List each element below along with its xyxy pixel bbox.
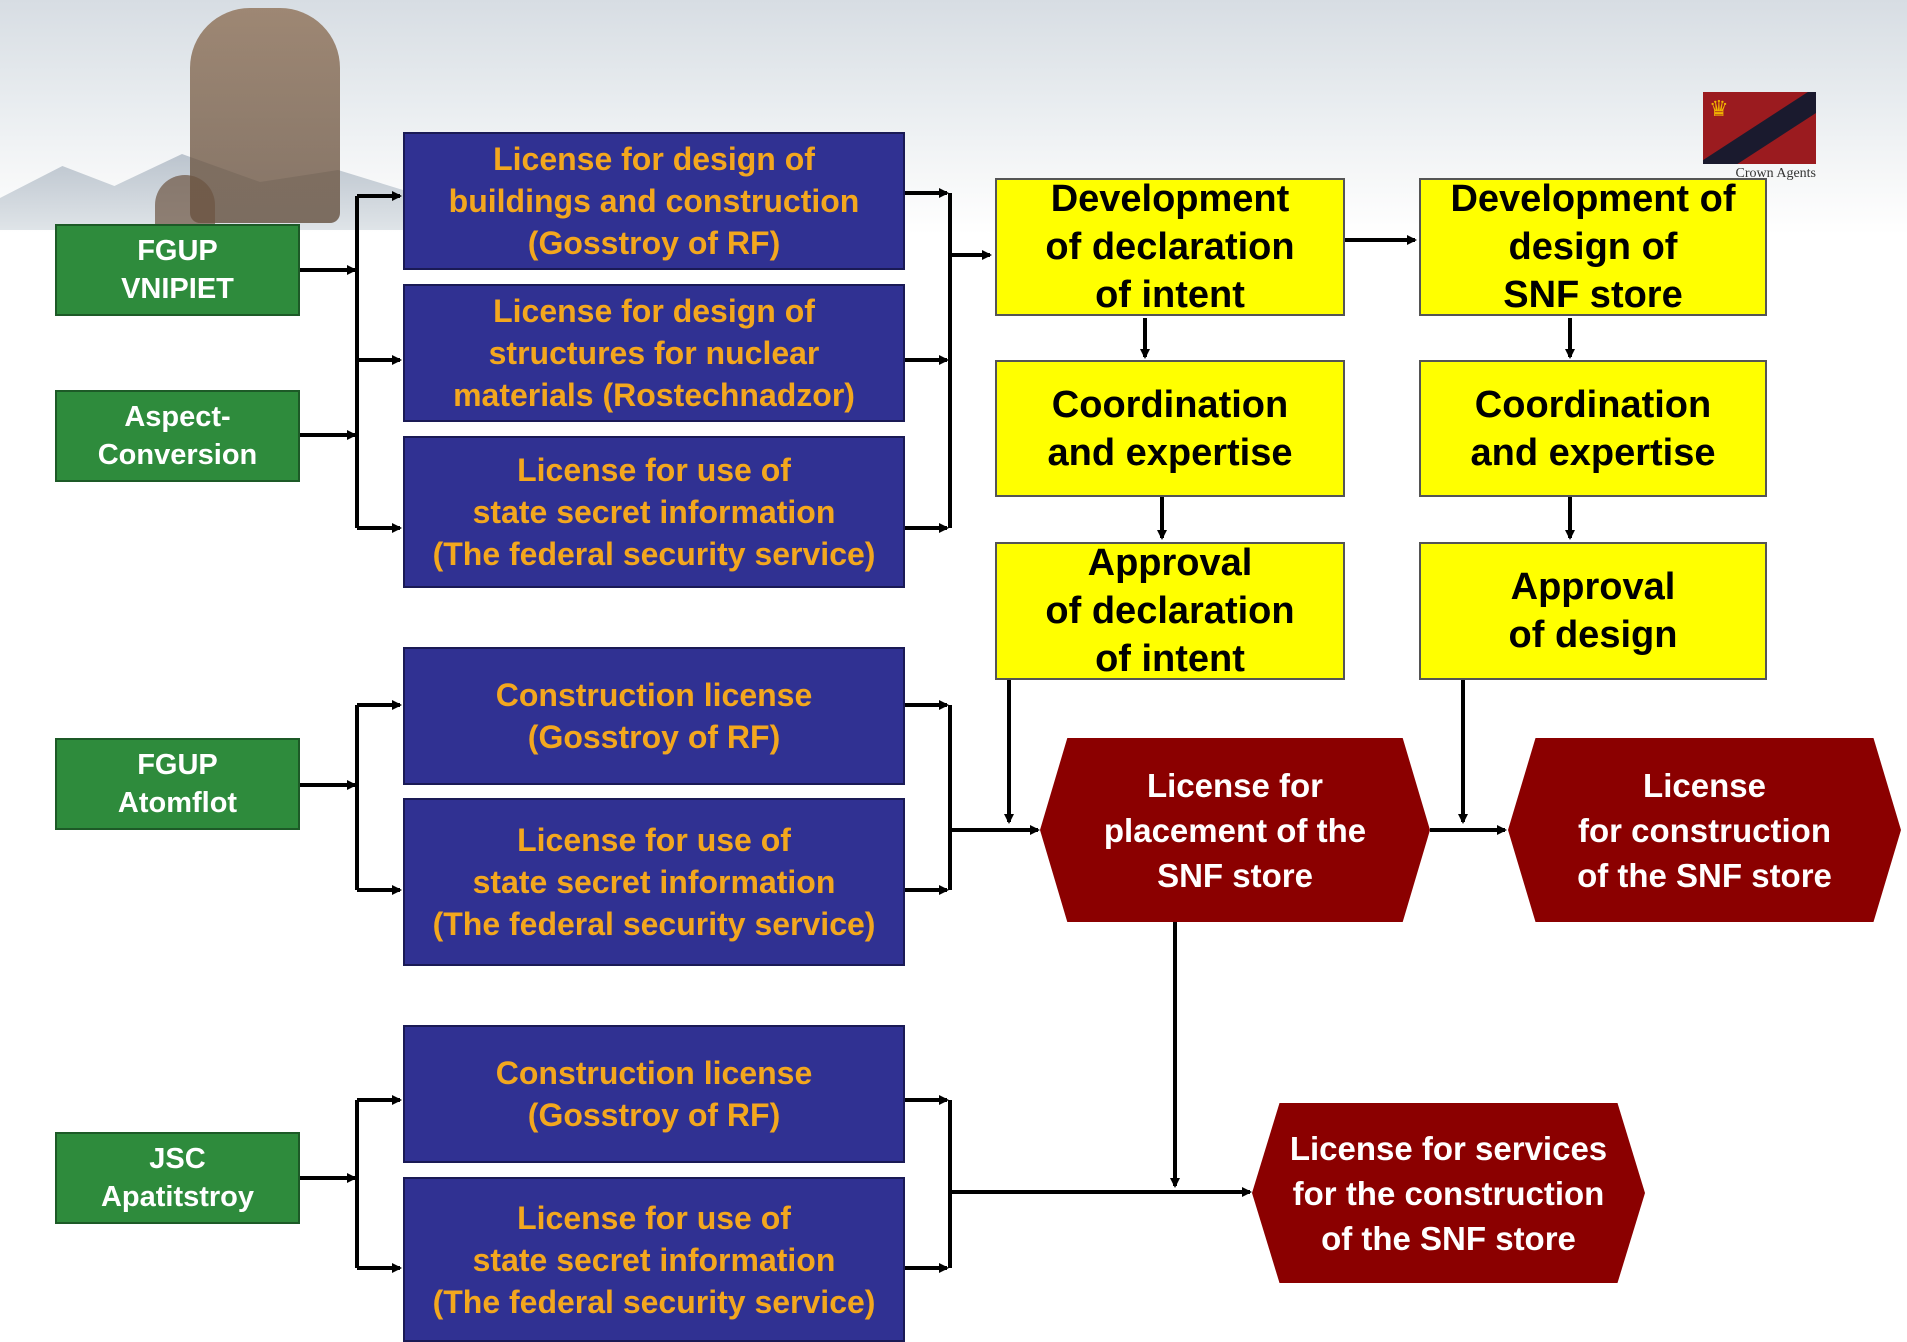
license-label: License for use of state secret informat…	[432, 822, 876, 942]
out-placement: License for placement of the SNF store	[1040, 738, 1430, 922]
step-approval-declaration: Approval of declaration of intent	[995, 542, 1345, 680]
step-dev-declaration: Development of declaration of intent	[995, 178, 1345, 316]
lic-construction-2: Construction license (Gosstroy of RF)	[403, 1025, 905, 1163]
lic-state-secret-1: License for use of state secret informat…	[403, 436, 905, 588]
org-label: FGUP Atomflot	[117, 749, 238, 819]
outcome-label: License for services for the constructio…	[1289, 1129, 1608, 1257]
org-jsc-apatitstroy: JSC Apatitstroy	[55, 1132, 300, 1224]
crown-icon: ♛	[1709, 96, 1729, 121]
lic-state-secret-2: License for use of state secret informat…	[403, 798, 905, 966]
license-label: Construction license (Gosstroy of RF)	[495, 1055, 813, 1133]
statue-figure	[190, 8, 340, 223]
step-label: Approval of declaration of intent	[1045, 542, 1295, 680]
outcome-label: License for placement of the SNF store	[1103, 766, 1367, 894]
step-label: Coordination and expertise	[1470, 383, 1716, 474]
step-approval-design: Approval of design	[1419, 542, 1767, 680]
org-aspect-conversion: Aspect- Conversion	[55, 390, 300, 482]
out-construction: License for construction of the SNF stor…	[1508, 738, 1901, 922]
step-label: Coordination and expertise	[1047, 383, 1293, 474]
step-label: Development of declaration of intent	[1045, 178, 1295, 316]
out-services: License for services for the constructio…	[1252, 1103, 1645, 1283]
step-label: Development of design of SNF store	[1450, 178, 1736, 316]
org-fgup-atomflot: FGUP Atomflot	[55, 738, 300, 830]
org-label: FGUP VNIPIET	[121, 235, 234, 305]
crown-agents-logo: ♛	[1703, 92, 1816, 164]
statue-figure-small	[155, 175, 215, 230]
lic-design-nuclear: License for design of structures for nuc…	[403, 284, 905, 422]
license-label: License for use of state secret informat…	[432, 452, 876, 572]
license-label: Construction license (Gosstroy of RF)	[495, 677, 813, 755]
step-coord-1: Coordination and expertise	[995, 360, 1345, 497]
outcome-label: License for construction of the SNF stor…	[1577, 766, 1832, 894]
org-label: JSC Apatitstroy	[100, 1143, 255, 1213]
step-coord-2: Coordination and expertise	[1419, 360, 1767, 497]
lic-construction-1: Construction license (Gosstroy of RF)	[403, 647, 905, 785]
lic-design-buildings: License for design of buildings and cons…	[403, 132, 905, 270]
step-dev-design: Development of design of SNF store	[1419, 178, 1767, 316]
license-label: License for design of structures for nuc…	[453, 293, 855, 413]
license-label: License for design of buildings and cons…	[448, 141, 860, 261]
org-fgup-vnipiet: FGUP VNIPIET	[55, 224, 300, 316]
license-label: License for use of state secret informat…	[432, 1199, 876, 1320]
lic-state-secret-3: License for use of state secret informat…	[403, 1177, 905, 1342]
step-label: Approval of design	[1508, 566, 1678, 656]
org-label: Aspect- Conversion	[97, 401, 258, 471]
logo-text: Crown Agents	[1735, 166, 1817, 181]
